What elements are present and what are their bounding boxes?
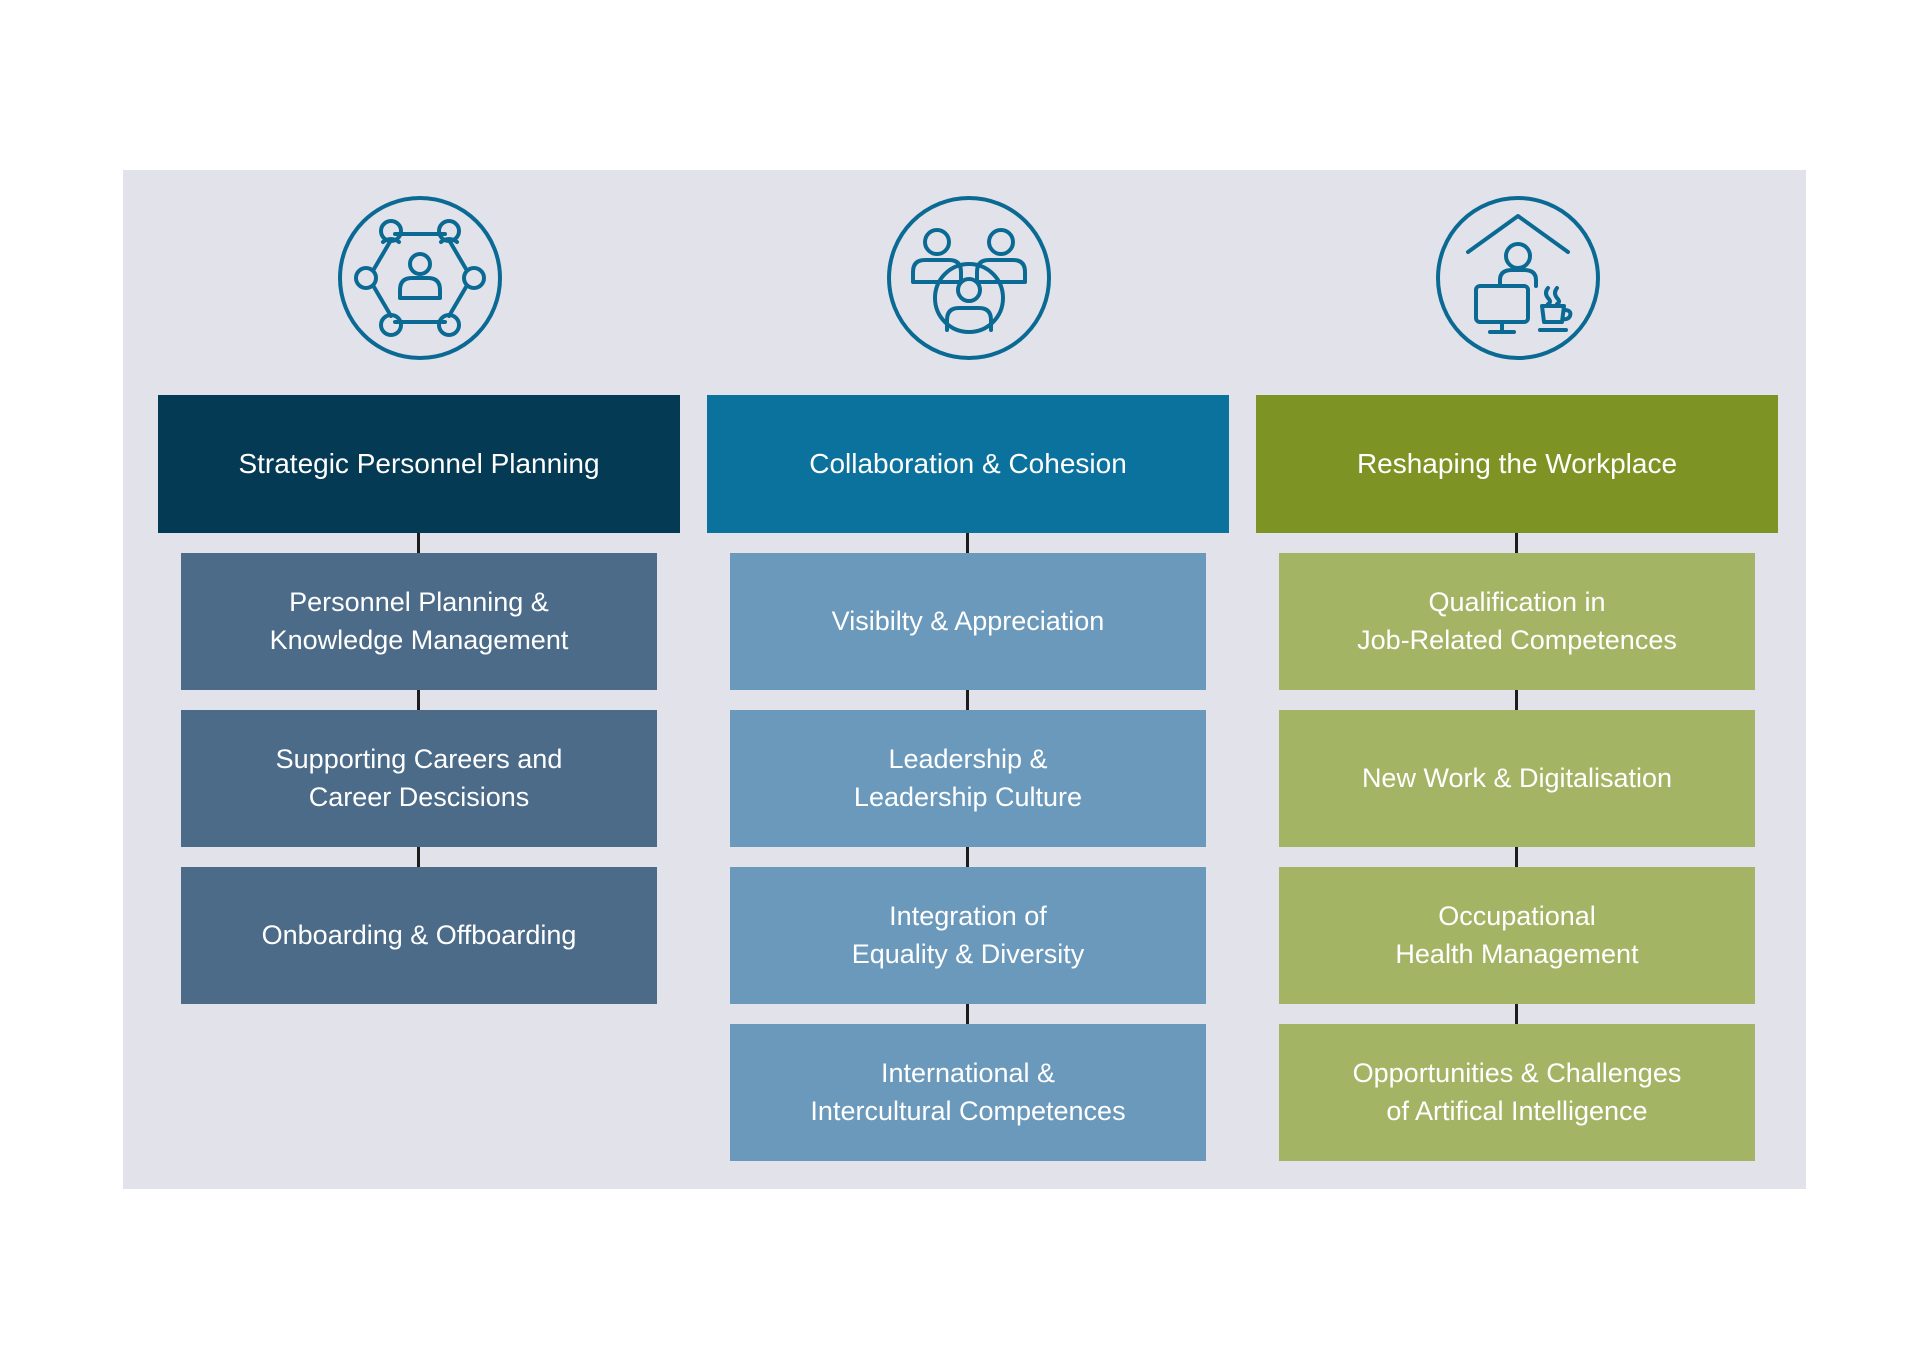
item-box: Onboarding & Offboarding bbox=[181, 867, 657, 1004]
item-box: Opportunities & Challenges of Artifical … bbox=[1279, 1024, 1755, 1161]
item-box: Supporting Careers and Career Descisions bbox=[181, 710, 657, 847]
connector-line bbox=[1515, 533, 1518, 553]
item-box: International & Intercultural Competence… bbox=[730, 1024, 1206, 1161]
team-collaboration-icon bbox=[885, 194, 1053, 362]
connector-line bbox=[1515, 690, 1518, 710]
connector-line bbox=[417, 847, 420, 867]
item-box: Qualification in Job-Related Competences bbox=[1279, 553, 1755, 690]
item-box: Personnel Planning & Knowledge Managemen… bbox=[181, 553, 657, 690]
item-box: Occupational Health Management bbox=[1279, 867, 1755, 1004]
connector-line bbox=[966, 690, 969, 710]
column-header: Collaboration & Cohesion bbox=[707, 395, 1229, 533]
connector-line bbox=[417, 690, 420, 710]
item-box: Visibilty & Appreciation bbox=[730, 553, 1206, 690]
connector-line bbox=[966, 1004, 969, 1024]
connector-line bbox=[1515, 1004, 1518, 1024]
connector-line bbox=[966, 847, 969, 867]
column-collaboration-cohesion: Collaboration & Cohesion Visibilty & App… bbox=[707, 170, 1229, 1189]
item-box: Leadership & Leadership Culture bbox=[730, 710, 1206, 847]
connector-line bbox=[417, 533, 420, 553]
column-header: Strategic Personnel Planning bbox=[158, 395, 680, 533]
diagram-panel: Strategic Personnel Planning Personnel P… bbox=[123, 170, 1806, 1189]
connector-line bbox=[1515, 847, 1518, 867]
item-box: New Work & Digitalisation bbox=[1279, 710, 1755, 847]
column-header: Reshaping the Workplace bbox=[1256, 395, 1778, 533]
connector-line bbox=[966, 533, 969, 553]
column-reshaping-workplace: Reshaping the Workplace Qualification in… bbox=[1256, 170, 1778, 1189]
home-office-icon bbox=[1434, 194, 1602, 362]
column-strategic-personnel-planning: Strategic Personnel Planning Personnel P… bbox=[158, 170, 680, 1189]
item-box: Integration of Equality & Diversity bbox=[730, 867, 1206, 1004]
network-people-icon bbox=[336, 194, 504, 362]
